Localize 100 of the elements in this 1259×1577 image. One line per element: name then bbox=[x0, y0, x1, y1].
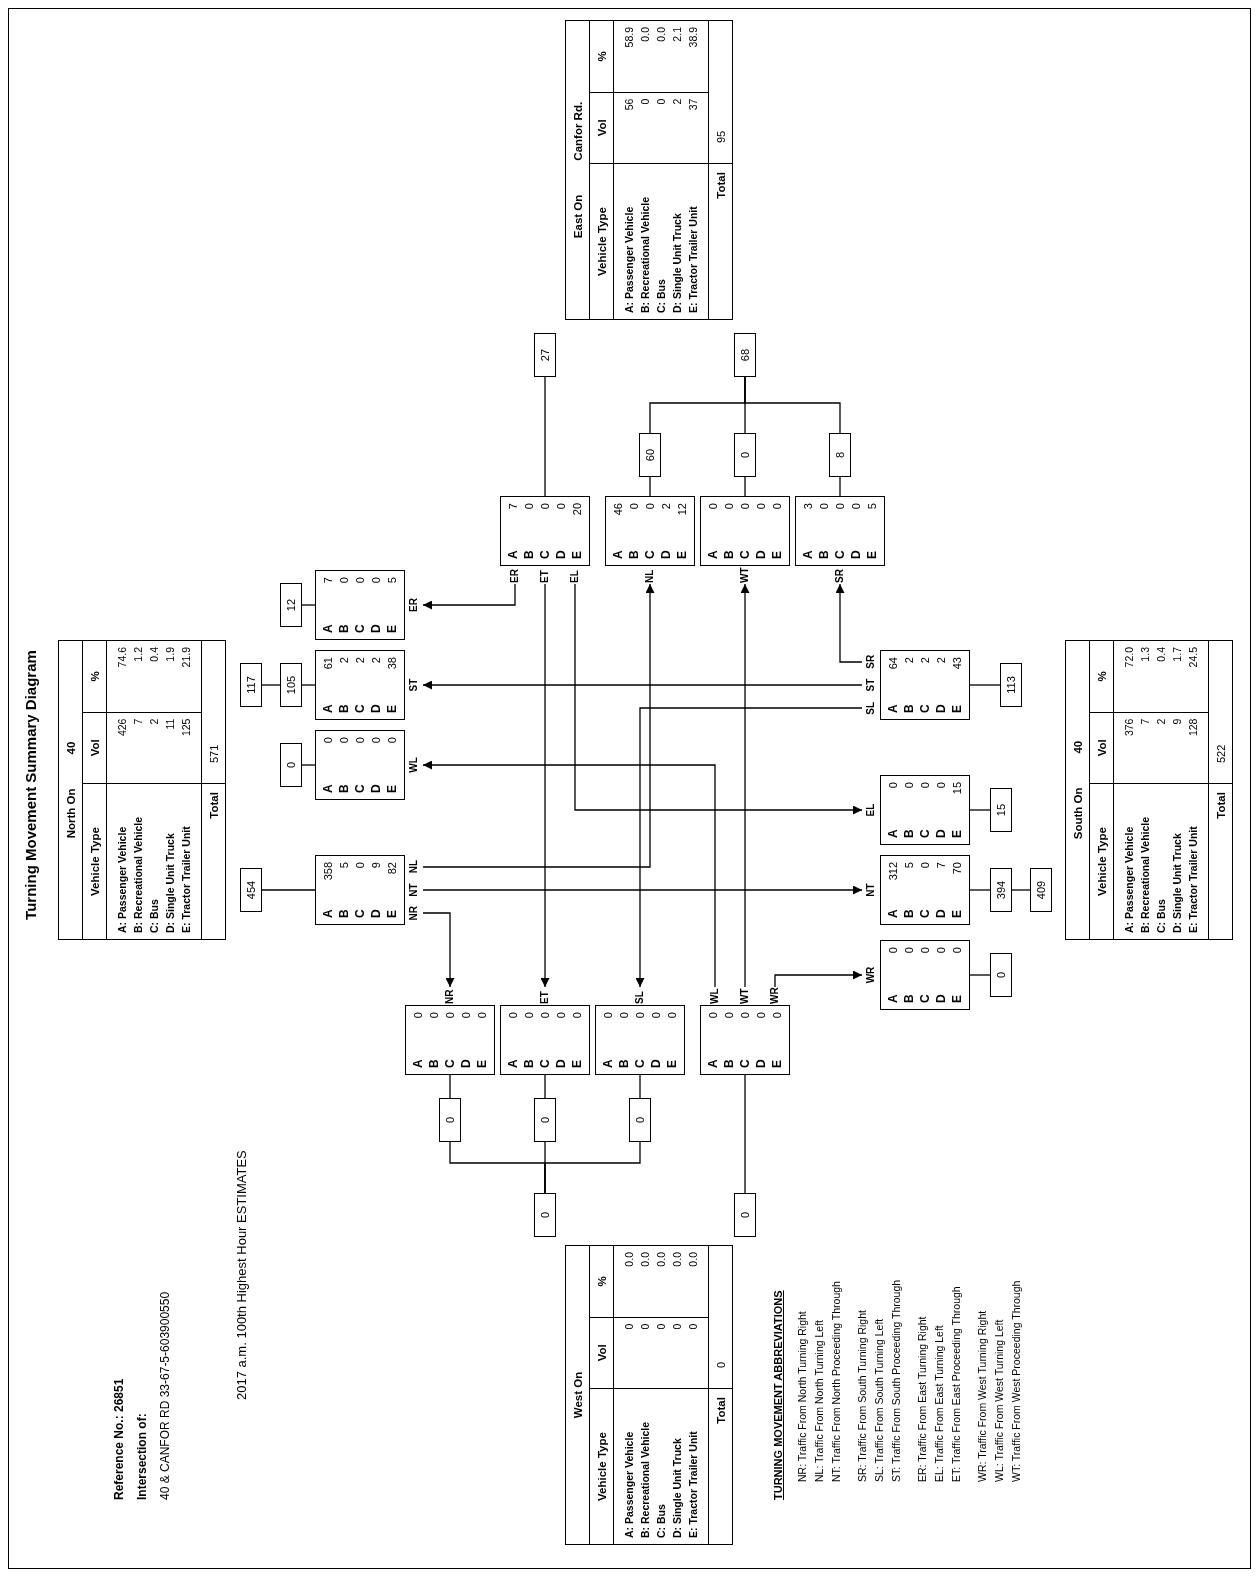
vehicle-counts: 0 0 0 0 0 bbox=[411, 1012, 489, 1019]
abbreviation-note: WL: Traffic From West Turning Left bbox=[993, 1319, 1005, 1482]
vehicle-type: E: Tractor Trailer Unit bbox=[1186, 826, 1200, 933]
movement-label: SR bbox=[833, 569, 846, 583]
volume-value: 9 bbox=[1170, 718, 1184, 725]
connector-line bbox=[969, 974, 991, 976]
movement-label: SL bbox=[633, 991, 646, 1004]
vehicle-class-letters: A B C D E bbox=[885, 704, 965, 713]
vehicle-class-letters: A B C D E bbox=[320, 909, 400, 918]
connector-line bbox=[744, 476, 746, 497]
total-label: Total bbox=[714, 172, 727, 199]
volume-box: 113 bbox=[1000, 663, 1022, 707]
arrow bbox=[422, 760, 716, 988]
abbreviation-note: NL: Traffic From North Turning Left bbox=[813, 1319, 825, 1482]
connector-line bbox=[839, 476, 841, 497]
column-header: Vol bbox=[88, 739, 101, 757]
vehicle-type: E: Tractor Trailer Unit bbox=[686, 206, 700, 313]
volume-box: 68 bbox=[734, 333, 756, 377]
abbreviation-note: SR: Traffic From South Turning Right bbox=[856, 1310, 868, 1482]
vehicle-type: B: Recreational Vehicle bbox=[638, 196, 652, 313]
vehicle-class-letters: A B C D E bbox=[885, 994, 965, 1003]
abbreviation-note: ET: Traffic From East Proceeding Through bbox=[950, 1286, 962, 1482]
movement-label: WT bbox=[738, 988, 751, 1004]
column-header: % bbox=[595, 1276, 608, 1287]
connector-line bbox=[744, 1074, 746, 1194]
connector-line bbox=[301, 764, 316, 766]
total-value: 522 bbox=[1214, 744, 1227, 764]
connector-line bbox=[544, 376, 546, 497]
volume-value: 2 bbox=[670, 98, 684, 105]
percent-value: 1.2 bbox=[131, 647, 145, 662]
connector-line bbox=[261, 889, 316, 891]
vehicle-class-letters: A B C D E bbox=[320, 784, 400, 793]
vehicle-counts: 0 0 0 0 0 bbox=[321, 737, 399, 744]
connector-line bbox=[744, 376, 841, 434]
percent-value: 24.5 bbox=[1186, 647, 1200, 668]
movement-label: ER bbox=[407, 598, 420, 612]
movement-label: NR bbox=[407, 906, 420, 921]
vehicle-class-letters: A B C D E bbox=[410, 1059, 490, 1068]
arrow bbox=[422, 912, 455, 988]
percent-value: 72.0 bbox=[1122, 647, 1136, 668]
arrow bbox=[635, 707, 863, 988]
percent-value: 0.0 bbox=[670, 1252, 684, 1267]
volume-box: 394 bbox=[990, 868, 1012, 912]
connector-line bbox=[969, 684, 1001, 686]
volume-value: 0 bbox=[654, 98, 668, 105]
abbreviation-note: ST: Traffic From South Proceeding Through bbox=[890, 1279, 902, 1482]
road-name: 40 bbox=[1071, 740, 1084, 754]
estimate-note: 2017 a.m. 100th Highest Hour ESTIMATES bbox=[234, 1150, 249, 1400]
approach-name: South On bbox=[1071, 787, 1084, 840]
reference-text: Intersection of: bbox=[135, 1413, 149, 1500]
vehicle-class-letters: A B C D E bbox=[320, 624, 400, 633]
volume-value: 11 bbox=[163, 718, 177, 730]
percent-value: 38.9 bbox=[686, 27, 700, 48]
vehicle-class-letters: A B C D E bbox=[885, 829, 965, 838]
vehicle-type: B: Recreational Vehicle bbox=[638, 1421, 652, 1538]
movement-label: ER bbox=[508, 569, 521, 583]
connector-line bbox=[969, 889, 991, 891]
vehicle-type: A: Passenger Vehicle bbox=[622, 206, 636, 313]
abbreviation-note: EL: Traffic From East Turning Left bbox=[933, 1325, 945, 1482]
volume-box: 15 bbox=[990, 788, 1012, 832]
volume-value: 0 bbox=[686, 1323, 700, 1330]
percent-value: 58.9 bbox=[622, 27, 636, 48]
total-value: 0 bbox=[714, 1361, 727, 1369]
volume-box: 12 bbox=[280, 583, 302, 627]
volume-box: 0 bbox=[629, 1098, 651, 1142]
vehicle-counts: 3 0 0 0 5 bbox=[801, 503, 879, 510]
volume-box: 117 bbox=[240, 663, 262, 707]
volume-box: 60 bbox=[639, 433, 661, 477]
percent-value: 1.7 bbox=[1170, 647, 1184, 662]
vehicle-type: D: Single Unit Truck bbox=[670, 1438, 684, 1538]
vehicle-counts: 0 0 0 0 0 bbox=[506, 1012, 584, 1019]
volume-value: 125 bbox=[179, 718, 193, 737]
movement-label: NR bbox=[443, 989, 456, 1004]
movement-label: EL bbox=[568, 570, 581, 583]
road-name: Canfor Rd. bbox=[571, 101, 584, 161]
vehicle-type: A: Passenger Vehicle bbox=[622, 1431, 636, 1538]
vehicle-class-letters: A B C D E bbox=[610, 550, 690, 559]
volume-box: 0 bbox=[534, 1098, 556, 1142]
movement-label: NL bbox=[643, 569, 656, 583]
vehicle-counts: 61 2 2 2 38 bbox=[321, 657, 399, 670]
vehicle-counts: 0 0 0 0 0 bbox=[706, 1012, 784, 1019]
column-header: Vehicle Type bbox=[1095, 827, 1108, 896]
vehicle-counts: 7 0 0 0 5 bbox=[321, 577, 399, 584]
movement-label: ST bbox=[407, 678, 420, 692]
abbreviation-note: NR: Traffic From North Turning Right bbox=[796, 1311, 808, 1482]
movement-label: EL bbox=[864, 803, 877, 817]
volume-value: 7 bbox=[131, 718, 145, 725]
abbreviation-note: WR: Traffic From West Turning Right bbox=[976, 1310, 988, 1482]
percent-value: 21.9 bbox=[179, 647, 193, 668]
vehicle-type: E: Tractor Trailer Unit bbox=[179, 826, 193, 933]
percent-value: 1.9 bbox=[163, 647, 177, 662]
column-header: Vehicle Type bbox=[595, 1432, 608, 1501]
movement-label: ET bbox=[538, 570, 551, 583]
column-header: Vol bbox=[595, 1344, 608, 1362]
connector-line bbox=[544, 1074, 546, 1099]
vehicle-class-letters: A B C D E bbox=[885, 909, 965, 918]
column-header: Vehicle Type bbox=[88, 827, 101, 896]
movement-label: ST bbox=[864, 678, 877, 692]
percent-value: 0.0 bbox=[686, 1252, 700, 1267]
volume-box: 0 bbox=[439, 1098, 461, 1142]
